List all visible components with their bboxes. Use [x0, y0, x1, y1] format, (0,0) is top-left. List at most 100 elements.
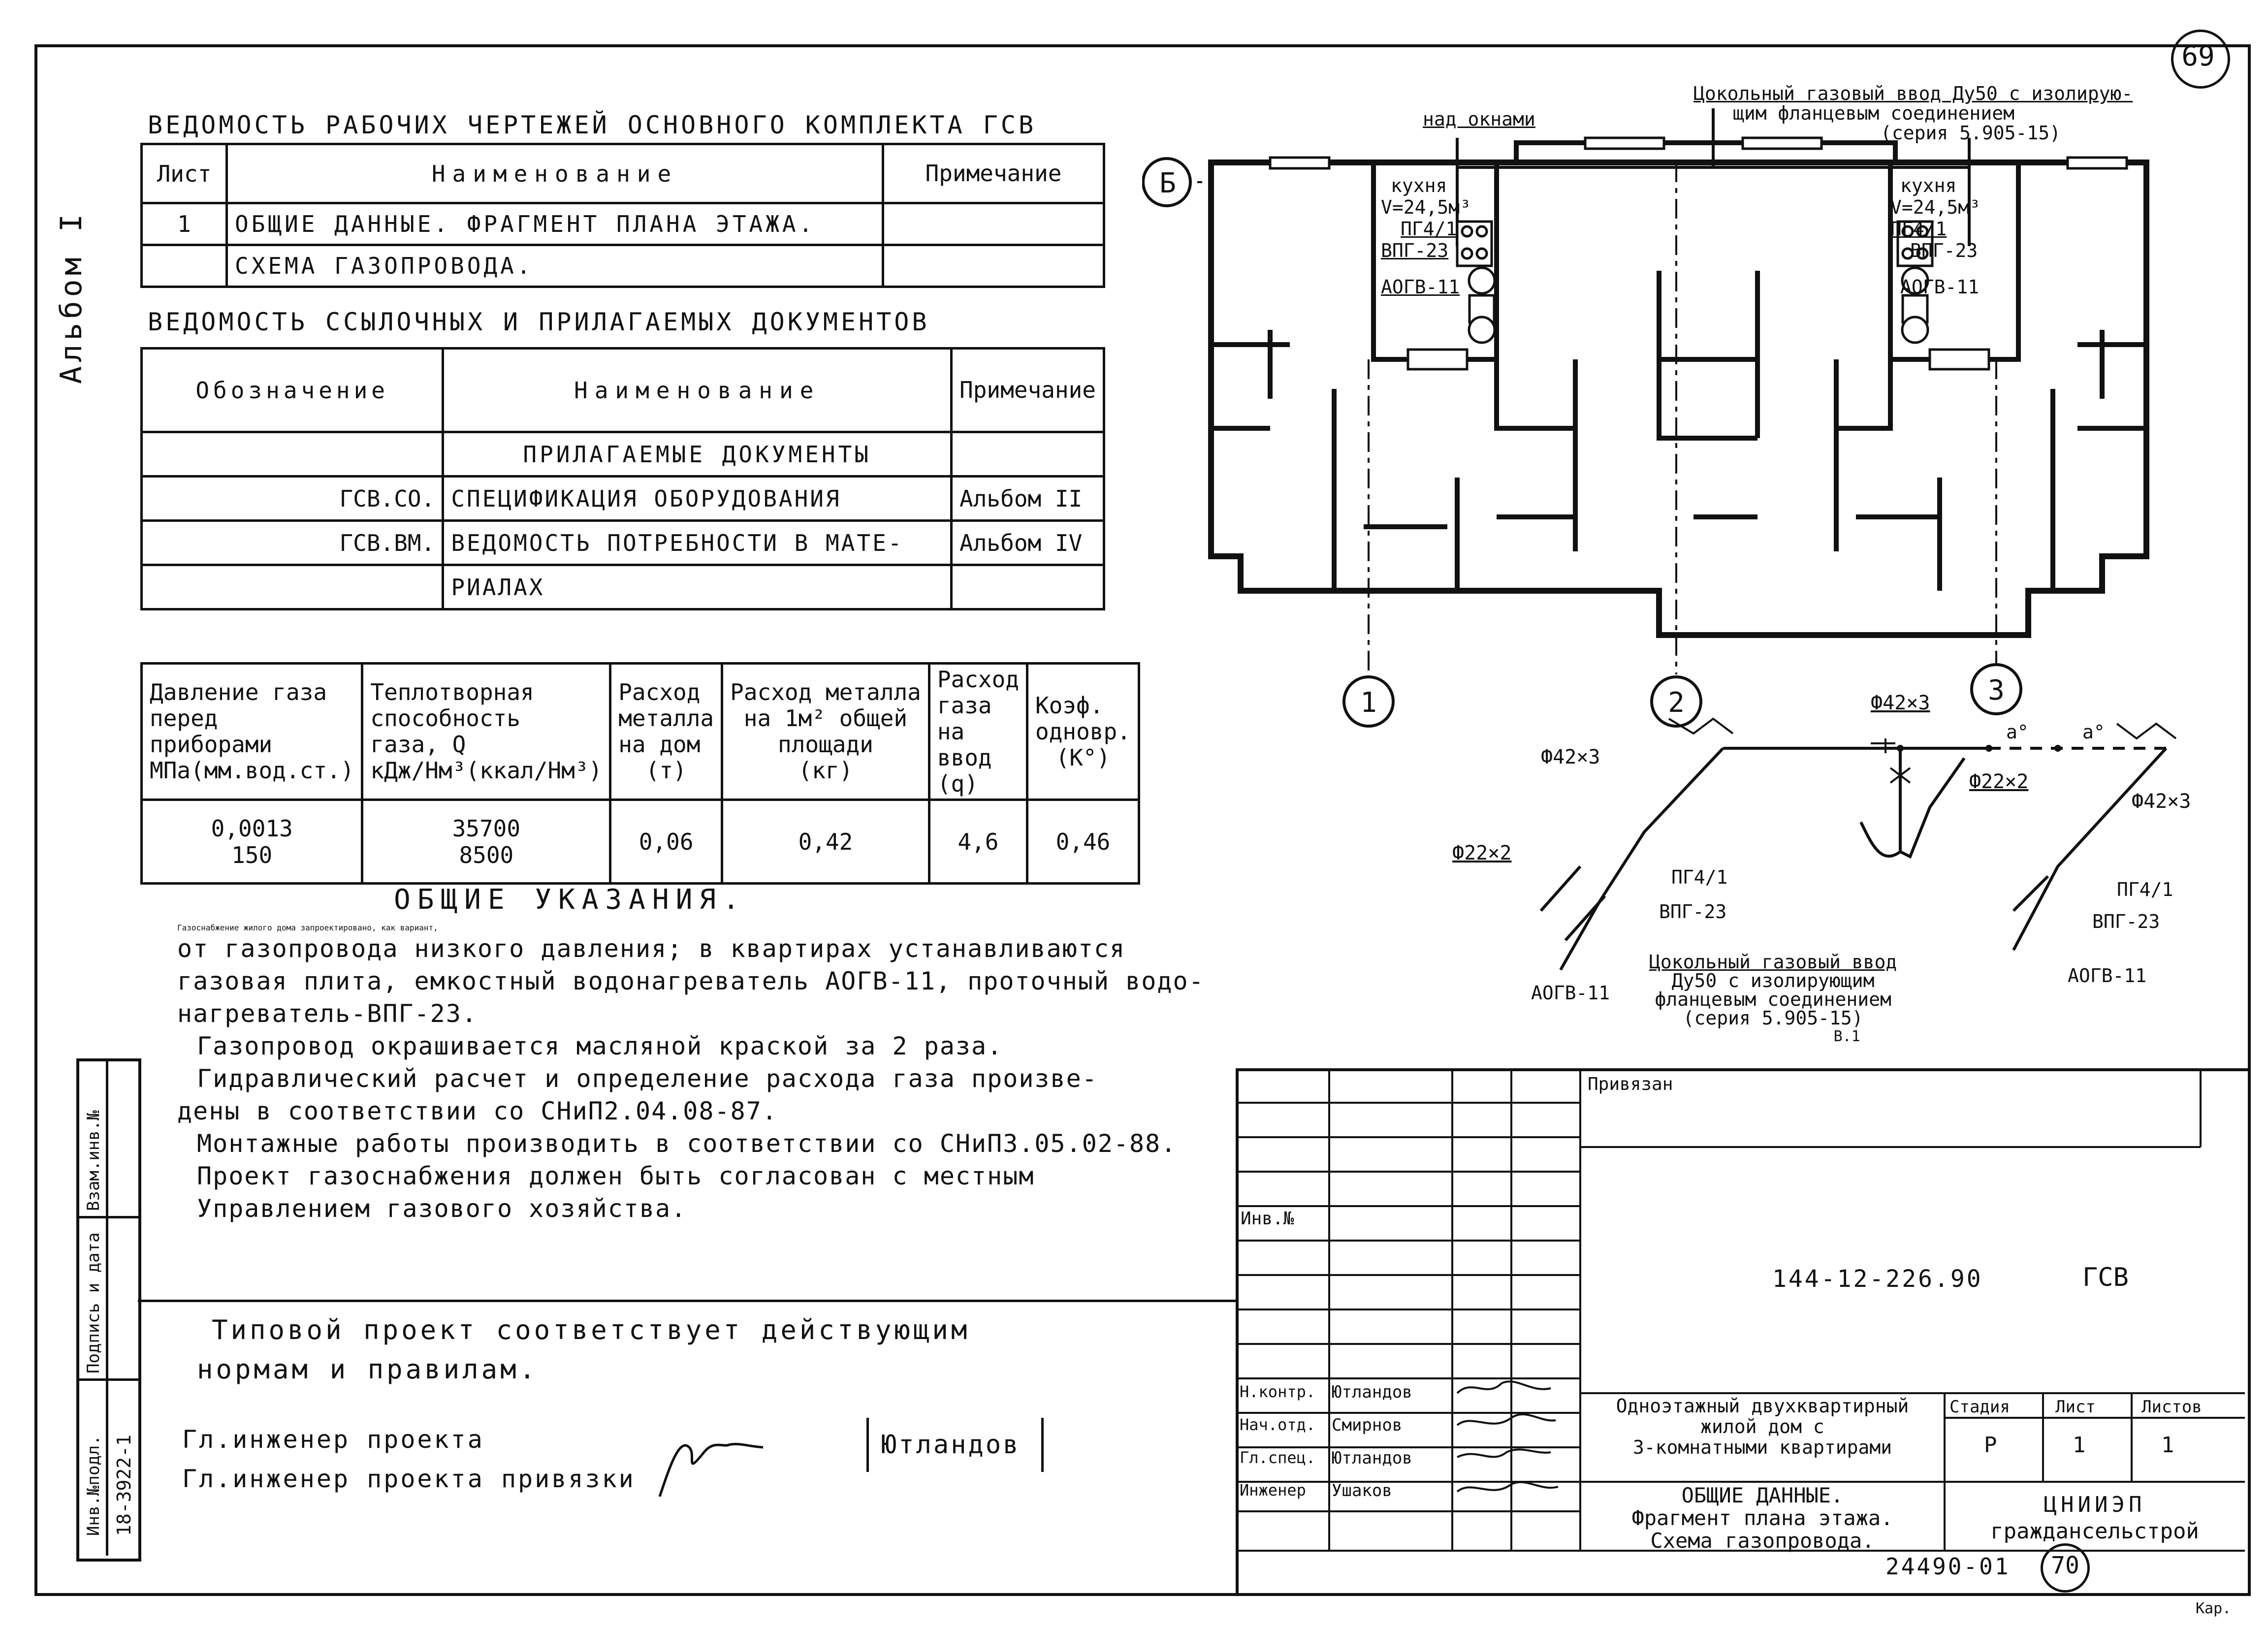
scheme-d22-left: Ф22×2	[1452, 842, 1512, 864]
scheme-inlet-caption: Цокольный газовый ввод Ду50 с изолирующи…	[1649, 951, 1897, 1045]
notes-line: газовая плита, емкостный водонагреватель…	[177, 967, 1205, 995]
side-stamp-replace-inv: Взам.инв.№	[84, 1110, 103, 1211]
docs-row-name: ВЕДОМОСТЬ ПОТРЕБНОСТИ В МАТЕ-	[442, 519, 953, 566]
gas-param-value: 4,6	[927, 798, 1029, 885]
compliance-line2: нормам и правилам.	[197, 1354, 539, 1385]
docs-col-note: Примечание	[950, 347, 1105, 433]
floor-plan	[1142, 108, 2149, 728]
gas-param-value: 0,06	[609, 798, 724, 885]
docs-row-name: СПЕЦИФИКАЦИЯ ОБОРУДОВАНИЯ	[442, 475, 953, 522]
notes-title: ОБЩИЕ УКАЗАНИЯ.	[394, 884, 746, 916]
docs-col-code: Обозначение	[140, 347, 445, 433]
notes-line: Газоснабжение жилого дома запроектирован…	[177, 923, 438, 932]
docs-row-note	[950, 564, 1105, 610]
engineer-signature	[658, 1442, 764, 1497]
notes-line: Гидравлический расчет и определение расх…	[197, 1064, 1098, 1093]
notes-line: Монтажные работы производить в соответст…	[197, 1129, 1177, 1158]
gas-param-value: 0,42	[721, 798, 930, 885]
scheme-mark-a: а°	[2006, 721, 2029, 743]
notes-line: Газопровод окрашивается масляной краской…	[197, 1032, 1003, 1060]
docs-row-note: Альбом IV	[950, 519, 1105, 566]
drawings-col-note: Примечание	[882, 143, 1105, 204]
signer-signatures	[1456, 1380, 1559, 1493]
drawings-col-sheet: Лист	[140, 143, 228, 204]
notes-line: нагреватель-ВПГ-23.	[177, 999, 478, 1028]
scheme-stove-right: ПГ4/1	[2117, 879, 2173, 900]
chief-engineer-binding-label: Гл.инженер проекта привязки	[182, 1465, 636, 1493]
signer-role: Инженер	[1240, 1481, 1306, 1500]
axis-label-2: 2	[1668, 687, 1685, 719]
above-windows-label: над окнами	[1423, 108, 1535, 130]
compliance-line1: Типовой проект соответствует действующим	[212, 1314, 970, 1345]
axis-label-1: 1	[1360, 687, 1377, 719]
side-stamp-sign-date: Подпись и дата	[84, 1232, 103, 1373]
docs-section: ПРИЛАГАЕМЫЕ ДОКУМЕНТЫ	[442, 431, 953, 478]
kitchen-left-labels: кухня V=24,5м³ ПГ4/1 ВПГ-23 АОГВ-11	[1381, 175, 1471, 298]
sheet-header: Лист	[2055, 1397, 2096, 1417]
sheet-value: 1	[2073, 1433, 2086, 1458]
object-name: Одноэтажный двухквартирный жилой дом с 3…	[1616, 1395, 1909, 1458]
album-label: Альбом I	[54, 210, 89, 384]
gas-param-header: Коэф.одновр. (К°)	[1026, 662, 1140, 801]
scheme-heater-left: ВПГ-23	[1659, 901, 1727, 923]
title-block	[1236, 1068, 2248, 1593]
corner-note: Кар.	[2196, 1600, 2232, 1617]
plan-inlet-note: Цокольный газовый ввод Ду50 с изолирую- …	[1693, 83, 2133, 144]
gas-scheme	[1539, 717, 2177, 971]
notes-line: от газопровода низкого давления; в кварт…	[177, 934, 1126, 963]
docs-col-name: Наименование	[442, 347, 953, 433]
docs-row-name: РИАЛАХ	[442, 564, 953, 610]
kitchen-right-labels: кухня V=24,5м³ ПГ4/1 ВПГ-23 АОГВ-11	[1890, 175, 1981, 298]
sheet-title: ОБЩИЕ ДАННЫЕ. Фрагмент плана этажа. Схем…	[1631, 1483, 1893, 1553]
gas-param-value: 0,46	[1026, 798, 1140, 885]
inv-no-label: Инв.№	[1241, 1209, 1294, 1229]
notes-line: Проект газоснабжения должен быть согласо…	[197, 1162, 1035, 1190]
compliance-divider	[138, 1300, 1236, 1302]
sheets-value: 1	[2161, 1433, 2174, 1458]
engineer-name-box	[866, 1418, 1044, 1472]
drawings-row-sheet: 1	[140, 202, 228, 246]
signer-name: Ютландов	[1332, 1448, 1412, 1468]
page-number-bottom-circle	[2041, 1543, 2090, 1593]
docs-row-code	[140, 564, 445, 610]
drawings-col-name: Наименование	[225, 143, 884, 204]
scheme-d42-left: Ф42×3	[1541, 746, 1600, 768]
scheme-heater-right: ВПГ-23	[2092, 911, 2160, 932]
scheme-stove-left: ПГ4/1	[1671, 866, 1728, 888]
drawings-row-note	[882, 244, 1105, 288]
sheets-header: Листов	[2141, 1397, 2202, 1417]
engineer-name: Ютландов	[881, 1430, 1021, 1460]
scheme-d42-right: Ф42×3	[2132, 790, 2191, 813]
signer-name: Ютландов	[1332, 1382, 1412, 1402]
axis-label-b: Б	[1159, 167, 1176, 199]
doc-code: 144-12-226.90	[1772, 1265, 1983, 1293]
drawings-list-table: Лист Наименование Примечание 1 ОБЩИЕ ДАН…	[140, 143, 1105, 288]
bottom-code: 24490-01	[1885, 1553, 2011, 1580]
signer-name: Смирнов	[1332, 1415, 1403, 1435]
docs-row-note: Альбом II	[950, 475, 1105, 522]
notes-line: Управлением газового хозяйства.	[197, 1194, 687, 1223]
scheme-mark-a: а°	[2082, 721, 2105, 743]
chief-engineer-label: Гл.инженер проекта	[182, 1425, 484, 1454]
scheme-d22-right: Ф22×2	[1969, 770, 2029, 793]
sheet-frame	[34, 44, 2251, 1596]
docs-row-code: ГСВ.СО.	[140, 475, 445, 522]
side-stamp-frame	[76, 1058, 141, 1562]
page-number-top-circle	[2171, 30, 2230, 89]
side-stamp-divider	[106, 1058, 108, 1556]
drawings-row-name: ОБЩИЕ ДАННЫЕ. ФРАГМЕНТ ПЛАНА ЭТАЖА.	[225, 202, 884, 246]
signer-role: Н.контр.	[1240, 1382, 1316, 1401]
docs-list-title: ВЕДОМОСТЬ ССЫЛОЧНЫХ И ПРИЛАГАЕМЫХ ДОКУМЕ…	[148, 308, 930, 336]
signer-role: Нач.отд.	[1240, 1415, 1316, 1434]
docs-list-table: Обозначение Наименование Примечание ПРИЛ…	[140, 347, 1105, 610]
side-stamp-inv-value: 18-3922-1	[113, 1435, 135, 1536]
signer-role: Гл.спец.	[1240, 1448, 1316, 1467]
page-number-bottom: 70	[2051, 1552, 2079, 1579]
